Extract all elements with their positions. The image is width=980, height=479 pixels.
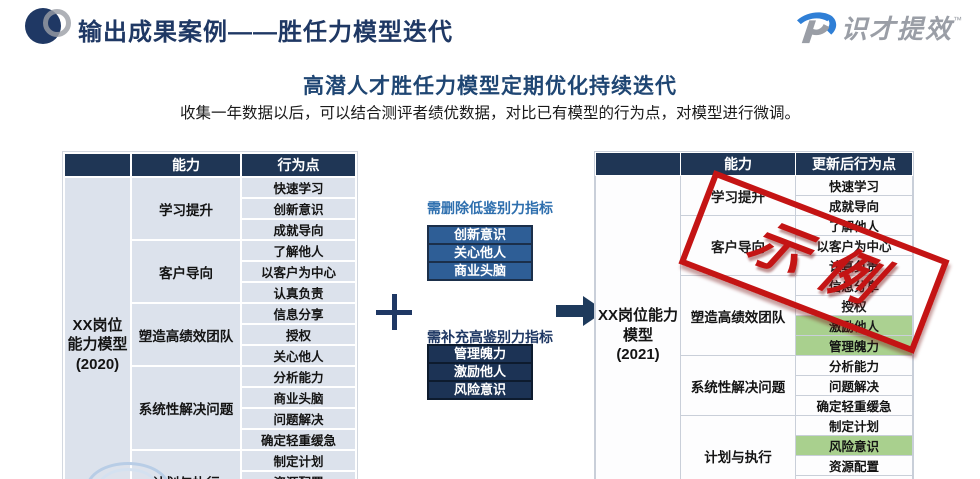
behavior-cell: 认真负责 [240,281,357,304]
table-row: 创新意识 [64,197,357,220]
behavior-cell: 信息分享 [240,302,357,325]
arrow-shaft [556,305,583,317]
behavior-cell: 资源配置 [240,470,357,479]
table-row: 客户导向了解他人 [64,239,357,304]
behavior-cell: 管理魄力 [795,335,913,356]
behavior-cell: 成就导向 [795,195,913,216]
behavior-cell: 确定轻重缓急 [240,428,357,451]
behavior-cell: 制定计划 [795,415,913,436]
capability-cell: 客户导向 [680,215,796,276]
intro-heading: 高潜人才胜任力模型定期优化持续迭代 [303,75,677,98]
table-row: 问题解决 [596,375,913,396]
table-row: 以客户为中心 [596,235,913,256]
indicator-box: 管理魄力 [427,344,533,364]
table-row: 计划与执行制定计划 [596,415,913,479]
table-row: 认真负责 [64,281,357,304]
capability-column-header: 能力 [130,152,242,178]
behavior-cell: 成就导向 [240,218,357,241]
behavior-cell: 确定轻重缓急 [795,395,913,416]
table-row: 系统性解决问题分析能力 [64,365,357,451]
indicator-box: 风险意识 [427,380,533,400]
title-bullet-icon [25,6,73,46]
model-label-cell: XX岗位能力模型(2020) [63,176,132,479]
header-row: 能力行为点 [63,152,357,178]
model-year: (2020) [75,355,120,373]
behavior-cell: 了解他人 [240,239,357,262]
gray-ring-icon [43,9,71,37]
capability-column-header: 能力 [680,152,796,176]
behavior-cell: 了解他人 [795,215,913,236]
table-row: 问题解决 [64,407,357,430]
behavior-cell: 快速学习 [240,176,357,199]
behavior-cell: 制定计划 [240,449,357,472]
plus-icon [374,292,414,332]
behavior-cell: 问题解决 [795,375,913,396]
behavior-cell: 资源配置 [795,455,913,476]
table-row: 抗压能力 [596,475,913,479]
indicator-box: 创新意识 [427,225,533,245]
capability-cell: 学习提升 [130,176,242,241]
behavior-cell: 授权 [240,323,357,346]
behavior-cell: 创新意识 [240,197,357,220]
table-row: 塑造高绩效团队信息分享 [64,302,357,367]
table-row: 成就导向 [64,218,357,241]
model-label: XX岗位能力模型 [598,307,679,344]
behavior-cell: 问题解决 [240,407,357,430]
behavior-cell: 快速学习 [795,175,913,196]
brand-logo: 识才提效 ™ [795,8,962,46]
behavior-cell: 认真负责 [795,255,913,276]
behavior-column-header: 行为点 [240,152,357,178]
add-indicators-list: 管理魄力激励他人风险意识 [427,344,533,400]
table-row: 资源配置 [64,470,357,479]
plus-vertical-bar [392,294,397,330]
table-row: 关心他人 [64,344,357,367]
capability-cell: 系统性解决问题 [130,365,242,451]
behavior-cell: 信息分享 [795,275,913,296]
intro-description: 收集一年数据以后，可以结合测评者绩优数据，对比已有模型的行为点，对模型进行微调。 [179,105,800,122]
table-row: 认真负责 [596,255,913,276]
model-year: (2021) [616,346,660,364]
indicator-box: 商业头脑 [427,261,533,281]
table-row: 管理魄力 [596,335,913,356]
behavior-cell: 抗压能力 [795,475,913,479]
behavior-cell: 以客户为中心 [795,235,913,256]
model-table-2021: 能力更新后行为点 XX岗位能力模型 (2021) 学习提升快速学习成就导向客户导向了解… [594,151,914,479]
capability-cell: 学习提升 [680,175,796,216]
capability-cell: 系统性解决问题 [680,355,796,416]
brand-trademark: ™ [953,15,963,25]
table-row: XX岗位能力模型(2020)学习提升快速学习 [63,176,357,479]
brand-d-icon [797,12,837,44]
behavior-column-header: 更新后行为点 [795,152,913,176]
indicator-box: 激励他人 [427,362,533,382]
brand-name: 识才提效 [841,13,954,44]
behavior-cell: 风险意识 [795,435,913,456]
delete-indicators-title: 需删除低鉴别力指标 [427,200,553,216]
table-row: XX岗位能力模型 (2021) 学习提升快速学习 [595,175,913,479]
behavior-cell: 以客户为中心 [240,260,357,283]
page-title: 输出成果案例——胜任力模型迭代 [78,19,453,46]
capability-cell: 塑造高绩效团队 [130,302,242,367]
table-row: 商业头脑 [64,386,357,409]
behavior-cell: 分析能力 [240,365,357,388]
model-column-header [595,152,681,176]
table-row: 授权 [64,323,357,346]
table-row: 以客户为中心 [64,260,357,283]
model-label-cell: XX岗位能力模型 (2021) [595,175,681,479]
delete-indicators-list: 创新意识关心他人商业头脑 [427,225,533,281]
behavior-cell: 商业头脑 [240,386,357,409]
table-row: 客户导向了解他人 [596,215,913,276]
capability-cell: 客户导向 [130,239,242,304]
add-indicators-title: 需补充高鉴别力指标 [427,329,553,345]
model-label: XX岗位能力模型 [67,316,128,354]
table-row: 成就导向 [596,195,913,216]
indicator-box: 关心他人 [427,243,533,263]
behavior-cell: 关心他人 [240,344,357,367]
header-row: 能力更新后行为点 [595,152,913,176]
behavior-cell: 分析能力 [795,355,913,376]
capability-cell: 计划与执行 [680,415,796,479]
model-column-header [63,152,132,178]
table-row: 确定轻重缓急 [64,428,357,451]
